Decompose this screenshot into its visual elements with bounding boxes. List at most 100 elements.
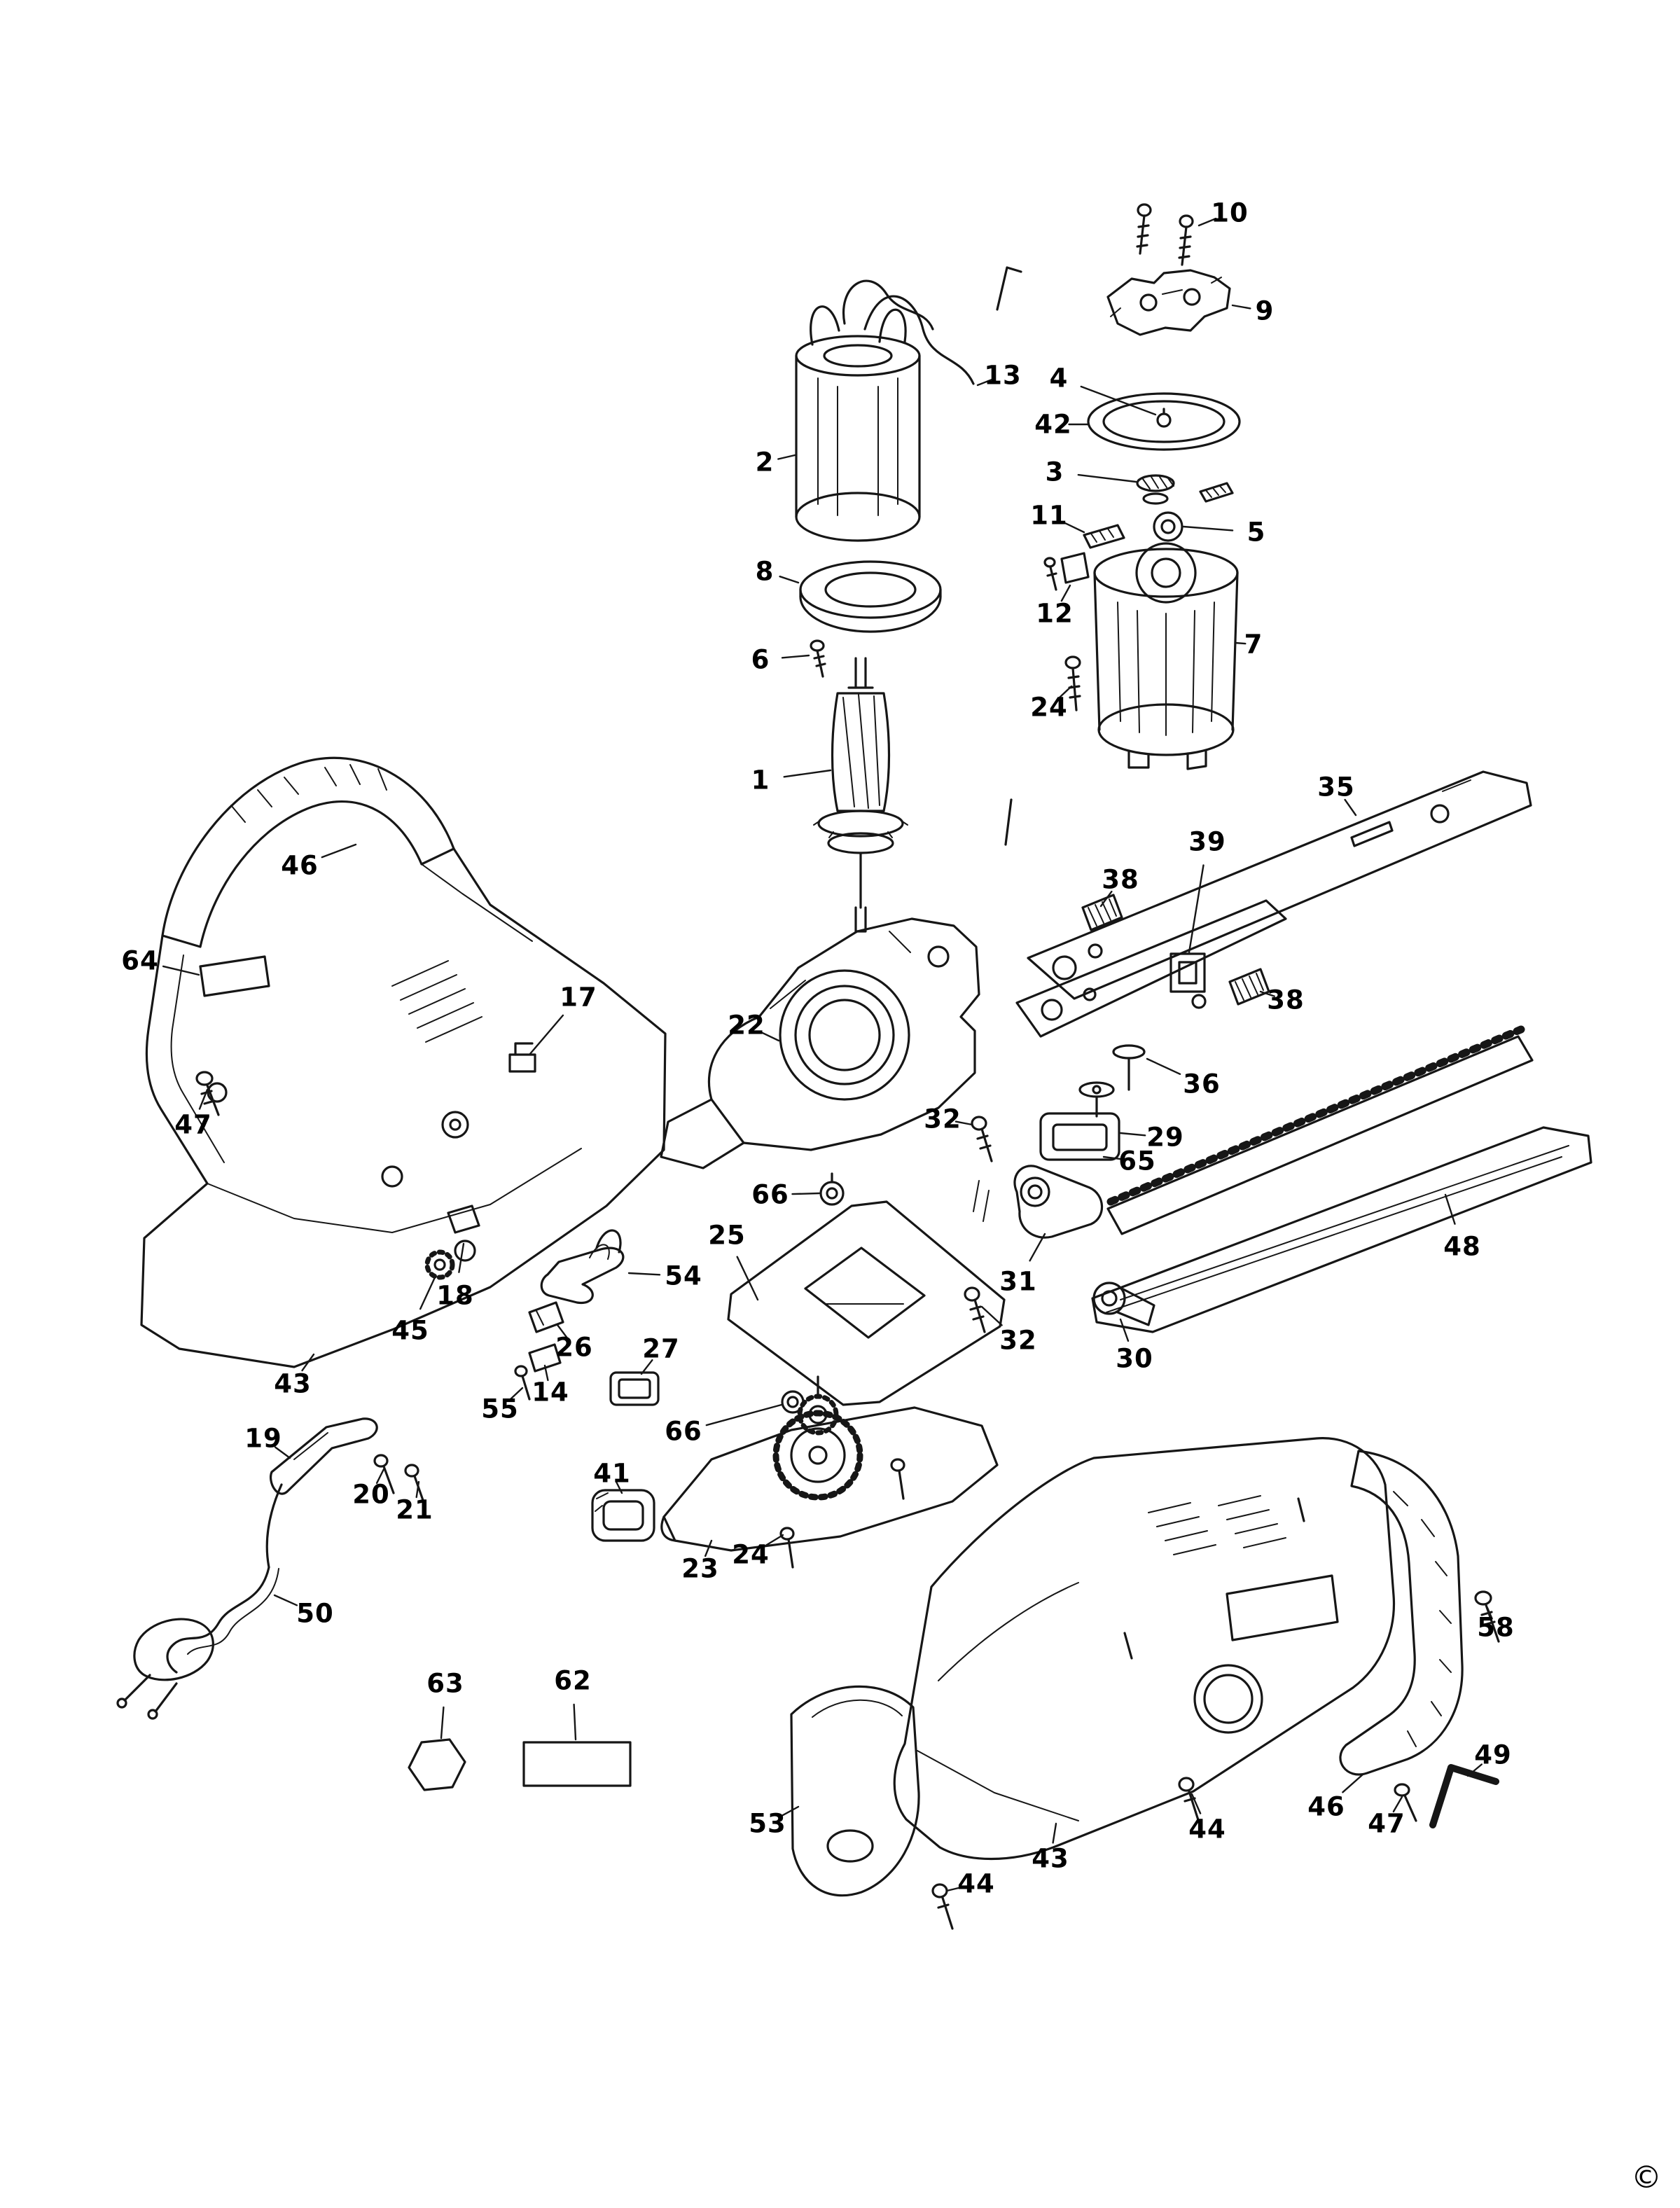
leader-line [1234,641,1247,645]
part-plug [116,1618,214,1720]
leader-line [760,1031,780,1042]
leader-line [780,1805,800,1817]
leader-line [458,1242,465,1273]
part-baseplate [727,1200,1006,1406]
leader-lines [162,217,1493,1892]
leader-line [1466,1763,1483,1777]
part-block-27 [609,1371,660,1406]
leader-line [1182,525,1234,532]
leader-line [419,1275,437,1310]
leader-line [375,1468,385,1485]
leader-line [528,1014,564,1056]
part-pivot-18 [447,1204,480,1262]
leader-line [1077,473,1137,483]
leader-line [777,454,796,460]
leader-line [1064,522,1085,534]
leader-line [573,1703,577,1741]
part-saw-arm [1015,770,1532,1038]
part-pivot-30 [1092,1282,1155,1326]
leader-line [980,1305,1003,1326]
leader-line [779,576,800,584]
leader-line [627,1272,661,1276]
part-screw-21 [404,1464,426,1506]
part-gear-housing [660,917,980,1169]
part-pivot-screw-36 [1078,1044,1146,1118]
leader-line [705,1403,783,1426]
leader-line [1146,1057,1181,1076]
leader-line [1058,685,1073,699]
part-housing-left [140,756,667,1368]
part-blade-guard [1091,1126,1592,1333]
part-screw-44a [1178,1777,1200,1824]
part-brush-11 [1083,524,1125,549]
leader-line [1119,1318,1130,1342]
part-gear-45 [424,1249,455,1280]
part-screw-47-right [1394,1783,1417,1822]
part-screw-55 [514,1365,531,1401]
part-cover-53 [790,1685,920,1897]
leader-line [440,1706,445,1740]
leader-line [273,1594,298,1606]
part-latch-17 [508,1042,536,1073]
part-clamp-block-38b [1228,968,1270,1006]
leader-line [162,965,200,976]
part-brush-holder-12 [1043,552,1090,591]
part-blade-holder-29 [1039,1112,1120,1161]
part-clamp-31 [1013,1165,1104,1239]
leader-line [321,843,357,859]
part-hex-key-49 [1429,1764,1499,1828]
leader-line [945,1886,964,1892]
leader-line [198,1088,209,1110]
part-screw-6 [810,639,826,678]
part-armature [813,657,908,933]
leader-line [1029,1233,1046,1262]
part-cord-50 [166,1566,279,1674]
leader-line [1080,385,1157,416]
leader-line [1231,304,1251,310]
leader-line [976,379,993,387]
leader-line [543,1364,549,1382]
leader-line [1486,1606,1493,1620]
part-grommet-66a [819,1172,845,1206]
part-gearbox-plate [660,1375,999,1569]
leader-line [640,1359,653,1375]
leader-line [1190,1793,1202,1814]
leader-line [1197,217,1217,227]
leader-line [783,769,832,778]
leader-line [764,1534,784,1547]
leader-line [1392,1796,1403,1813]
leader-line [1344,798,1357,817]
part-bracket-26 [528,1301,564,1333]
leader-line [791,1192,821,1195]
part-rating-plate-62 [522,1741,632,1787]
leader-line [781,654,810,659]
part-screw-58 [1474,1590,1500,1643]
part-stator [795,279,975,542]
part-screws-10 [1136,203,1194,266]
leader-line [1119,1132,1146,1137]
leader-line [415,1480,420,1499]
leader-line [616,1481,623,1494]
leader-line [736,1256,759,1301]
leader-line [1444,1193,1456,1225]
part-washers-3 [1136,474,1234,505]
part-switch-lever-54 [540,1229,625,1305]
part-screw-47-left [195,1071,220,1116]
part-strain-relief-19 [265,1417,378,1569]
drawing-ink [116,203,1592,1930]
part-screw-20 [373,1454,395,1494]
part-screw-44b [931,1883,954,1930]
leader-line [301,1353,315,1372]
leader-line [509,1387,524,1401]
part-saw-blade [1106,1025,1534,1235]
part-field-housing [1093,542,1239,770]
part-hex-sticker-63 [408,1738,466,1791]
mark-reference-c [973,1180,990,1222]
leader-line [1099,890,1113,908]
leader-line [1052,1822,1057,1844]
leader-line [1060,584,1071,602]
copyright-symbol: © [1631,2160,1662,2195]
part-brush-plate [1106,269,1231,336]
part-screw-32a [971,1116,993,1162]
